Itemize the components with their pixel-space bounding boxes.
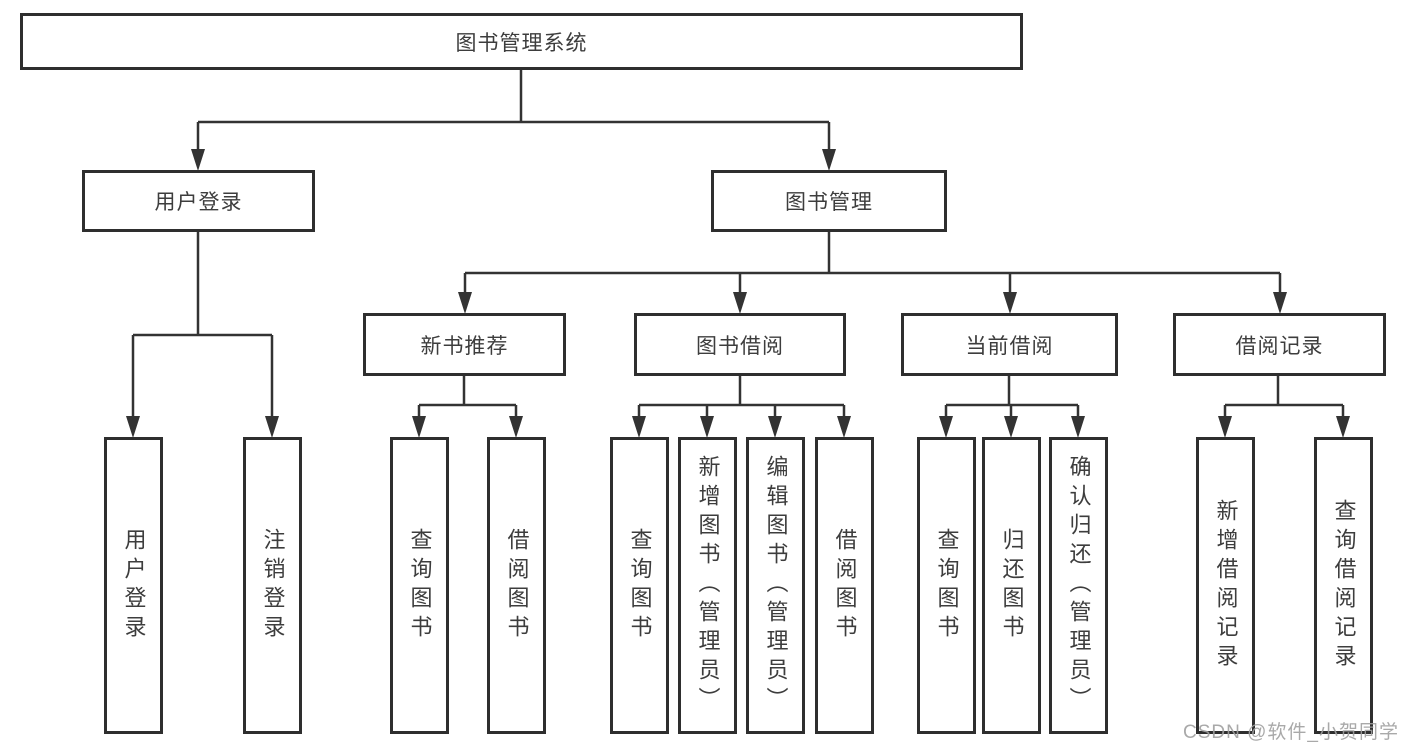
arrowheads-current-borrowing-to-leaves xyxy=(939,416,1085,438)
node-current-borrowing: 当前借阅 xyxy=(901,313,1118,376)
arrowheads-borrowing-records-to-leaves xyxy=(1218,416,1350,438)
leaf-add-books-admin-label: 新增图书（管理员） xyxy=(695,455,721,716)
node-new-book-recommend: 新书推荐 xyxy=(363,313,566,376)
leaf-borrow-books-label: 借阅图书 xyxy=(832,527,858,644)
csdn-watermark: CSDN @软件_小贺同学 xyxy=(1183,722,1399,743)
leaf-query-books-recommend-label: 查询图书 xyxy=(407,527,433,644)
connector-new-book-recommend-to-leaves xyxy=(417,376,518,420)
arrowheads-book-borrowing-to-leaves xyxy=(632,416,851,438)
leaf-borrow-books-recommend: 借阅图书 xyxy=(487,437,546,734)
node-book-management-label: 图书管理 xyxy=(785,191,873,214)
arrowheads-user-login-to-leaves xyxy=(126,416,279,438)
leaf-edit-books-admin: 编辑图书（管理员） xyxy=(746,437,805,734)
leaf-borrow-books-recommend-label: 借阅图书 xyxy=(504,527,530,644)
node-root-system: 图书管理系统 xyxy=(20,13,1023,70)
leaf-user-login-label: 用户登录 xyxy=(121,527,147,644)
leaf-add-borrow-record-label: 新增借阅记录 xyxy=(1213,498,1239,673)
connector-book-borrowing-to-leaves xyxy=(637,376,846,420)
leaf-add-borrow-record: 新增借阅记录 xyxy=(1196,437,1255,734)
leaf-query-books-borrowing: 查询图书 xyxy=(610,437,669,734)
leaf-confirm-return-admin-label: 确认归还（管理员） xyxy=(1066,455,1092,716)
leaf-query-books-current-label: 查询图书 xyxy=(934,527,960,644)
leaf-return-books: 归还图书 xyxy=(982,437,1041,734)
connector-user-login-to-leaves xyxy=(131,232,274,420)
connector-root-to-level2 xyxy=(196,70,831,152)
leaf-query-books-recommend: 查询图书 xyxy=(390,437,449,734)
leaf-logout: 注销登录 xyxy=(243,437,302,734)
leaf-query-books-borrowing-label: 查询图书 xyxy=(627,527,653,644)
node-borrowing-records: 借阅记录 xyxy=(1173,313,1386,376)
leaf-confirm-return-admin: 确认归还（管理员） xyxy=(1049,437,1108,734)
node-new-book-recommend-label: 新书推荐 xyxy=(420,334,509,358)
leaf-edit-books-admin-label: 编辑图书（管理员） xyxy=(763,455,789,716)
connector-book-management-to-level3 xyxy=(463,232,1282,296)
leaf-query-borrow-record: 查询借阅记录 xyxy=(1314,437,1373,734)
arrowheads-new-book-recommend-to-leaves xyxy=(412,416,523,438)
leaf-add-books-admin: 新增图书（管理员） xyxy=(678,437,737,734)
leaf-user-login: 用户登录 xyxy=(104,437,163,734)
node-user-login-label: 用户登录 xyxy=(154,191,243,214)
node-book-management: 图书管理 xyxy=(711,170,947,232)
node-current-borrowing-label: 当前借阅 xyxy=(965,334,1054,358)
node-root-system-label: 图书管理系统 xyxy=(455,31,588,55)
connector-borrowing-records-to-leaves xyxy=(1223,376,1345,420)
leaf-logout-label: 注销登录 xyxy=(260,527,286,644)
connector-current-borrowing-to-leaves xyxy=(944,376,1080,420)
node-borrowing-records-label: 借阅记录 xyxy=(1235,334,1324,358)
arrowheads-book-management-to-level3 xyxy=(458,292,1287,314)
leaf-borrow-books: 借阅图书 xyxy=(815,437,874,734)
leaf-query-borrow-record-label: 查询借阅记录 xyxy=(1331,498,1357,673)
node-book-borrowing: 图书借阅 xyxy=(634,313,846,376)
arrowheads-root-to-level2 xyxy=(191,149,836,171)
node-user-login: 用户登录 xyxy=(82,170,315,232)
leaf-query-books-current: 查询图书 xyxy=(917,437,976,734)
node-book-borrowing-label: 图书借阅 xyxy=(696,334,784,358)
leaf-return-books-label: 归还图书 xyxy=(999,527,1025,644)
